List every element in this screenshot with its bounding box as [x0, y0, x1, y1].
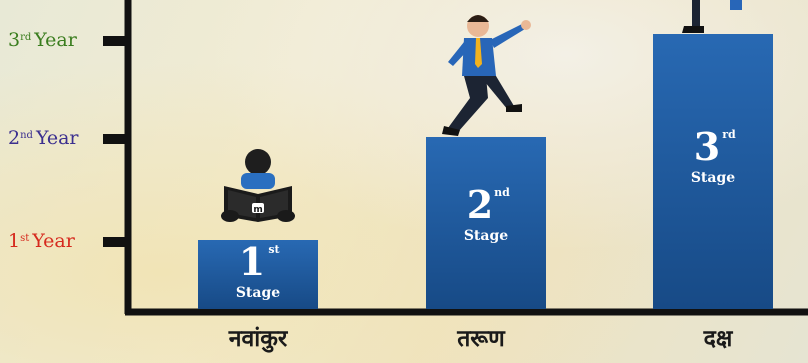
- x-category-label: तरूण: [456, 326, 506, 352]
- bar-label-stage: Stage: [691, 170, 735, 186]
- businessman-standing-icon: [682, 0, 742, 33]
- bar-label-number: 2: [467, 182, 493, 227]
- bar-label-number: 1: [239, 239, 265, 284]
- bar-stage-3: [653, 34, 773, 309]
- bar-label-stage: Stage: [464, 228, 508, 244]
- x-category-label: नवांकुर: [228, 326, 289, 353]
- y-tick: [103, 36, 128, 46]
- x-category-label: दक्ष: [703, 326, 734, 352]
- bar-stage-1: [198, 240, 318, 309]
- y-tick: [103, 237, 128, 247]
- bar-label-suffix: nd: [494, 186, 510, 199]
- bar-label-stage: Stage: [236, 285, 280, 301]
- bar-label-suffix: rd: [722, 128, 736, 141]
- bar-stage-2: [426, 137, 546, 309]
- student-reading-icon: m: [221, 149, 295, 222]
- svg-text:m: m: [253, 205, 262, 215]
- bar-label-number: 3: [694, 124, 720, 169]
- businessman-climbing-icon: [442, 15, 531, 136]
- y-tick: [103, 134, 128, 144]
- bar-label-suffix: st: [268, 243, 280, 256]
